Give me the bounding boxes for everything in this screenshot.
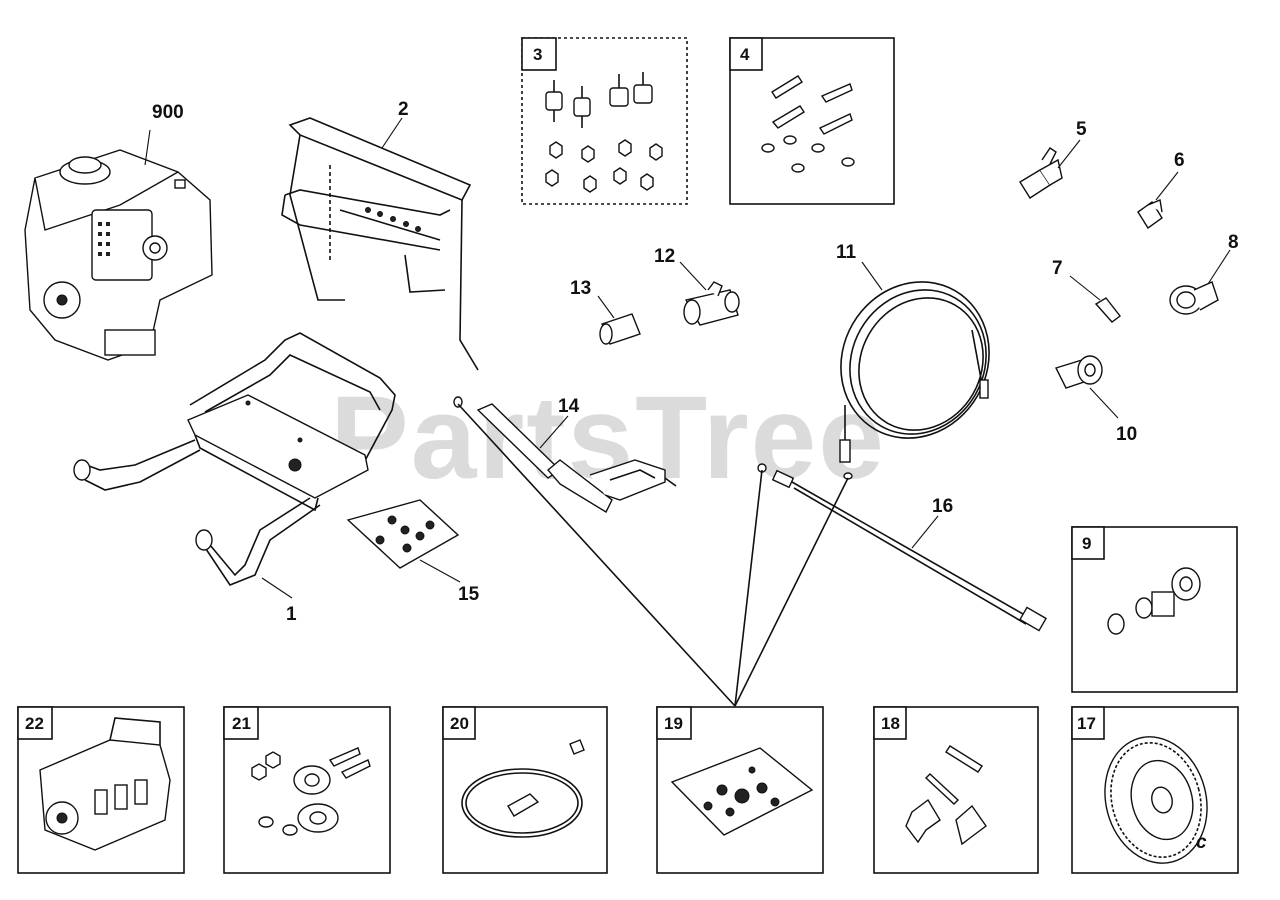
part-6-fitting[interactable]: [1137, 199, 1163, 230]
corner-mark: c: [1196, 832, 1207, 853]
leader-6: [1155, 171, 1179, 201]
box-label-19: 19: [664, 714, 683, 733]
leader-900: [144, 129, 151, 166]
part-10-elbow[interactable]: [1055, 355, 1103, 389]
box-label-22: 22: [25, 714, 44, 733]
leaders-19: [457, 403, 849, 707]
part-13-sleeve[interactable]: [599, 313, 641, 345]
callout-2[interactable]: 2: [398, 99, 409, 120]
box-label-3: 3: [533, 45, 542, 64]
box-label-4: 4: [740, 45, 750, 64]
callout-14[interactable]: 14: [558, 396, 580, 417]
part-17-wheel-box[interactable]: 17 c: [1071, 706, 1239, 875]
part-11-hose[interactable]: [813, 255, 1018, 466]
wheel-icon: [1104, 736, 1208, 864]
callout-16[interactable]: 16: [932, 496, 953, 517]
leader-5: [1057, 139, 1081, 169]
leader-14: [539, 415, 569, 449]
washer-icons: [761, 135, 855, 173]
leader-11: [861, 261, 883, 291]
box-label-20: 20: [450, 714, 469, 733]
leader-7: [1069, 275, 1101, 301]
leader-13: [597, 295, 615, 319]
callout-15[interactable]: 15: [458, 584, 480, 605]
leader-8: [1207, 249, 1231, 285]
box-label-18: 18: [881, 714, 900, 733]
part-900-engine[interactable]: [24, 149, 213, 361]
nut-icons: [545, 139, 663, 193]
part-21-hardware-box[interactable]: 21: [223, 706, 391, 874]
callout-11[interactable]: 11: [836, 242, 857, 263]
callout-10[interactable]: 10: [1116, 424, 1137, 445]
nozzle-kit-icons: [1107, 567, 1201, 635]
callout-6[interactable]: 6: [1174, 150, 1185, 171]
part-4-box[interactable]: 4: [729, 37, 895, 205]
box-label-17: 17: [1077, 714, 1096, 733]
callout-13[interactable]: 13: [570, 278, 591, 299]
part-18-knob-box[interactable]: 18: [873, 706, 1039, 874]
part-14-spray-gun[interactable]: [453, 396, 677, 513]
callout-1[interactable]: 1: [286, 604, 297, 625]
part-20-oring-box[interactable]: 20: [442, 706, 608, 874]
part-22-pump-box[interactable]: 22: [17, 706, 185, 874]
part-12-tee[interactable]: [683, 281, 740, 326]
leader-2: [381, 117, 403, 149]
callout-12[interactable]: 12: [654, 246, 675, 267]
callout-8[interactable]: 8: [1228, 232, 1239, 253]
part-3-box[interactable]: 3: [521, 37, 688, 205]
part-1-frame[interactable]: [73, 332, 396, 586]
part-8-coupler[interactable]: [1169, 281, 1219, 315]
leader-16: [911, 515, 939, 549]
callout-7[interactable]: 7: [1052, 258, 1063, 279]
callout-900[interactable]: 900: [152, 102, 184, 123]
box-label-21: 21: [232, 714, 251, 733]
leader-1: [261, 577, 293, 599]
part-9-box[interactable]: 9: [1071, 526, 1238, 693]
leader-15: [419, 559, 461, 583]
vibration-mount-icons: [545, 72, 653, 128]
box-label-9: 9: [1082, 534, 1091, 553]
bolt-icons: [771, 75, 853, 135]
part-2-handle[interactable]: [281, 117, 479, 371]
knob-icons: [905, 745, 987, 846]
part-7-nipple[interactable]: [1094, 297, 1121, 323]
part-15-hardware-bag[interactable]: [346, 499, 460, 569]
part-19-seal-box[interactable]: 19: [656, 706, 824, 874]
hardware-icons: [251, 747, 371, 836]
seal-kit-icon: [670, 747, 814, 836]
part-5-fitting[interactable]: [1019, 147, 1063, 199]
leader-10: [1089, 387, 1119, 419]
callout-5[interactable]: 5: [1076, 119, 1087, 140]
leader-12: [679, 261, 707, 291]
pump-icon: [39, 717, 171, 851]
oring-icons: [461, 739, 585, 838]
